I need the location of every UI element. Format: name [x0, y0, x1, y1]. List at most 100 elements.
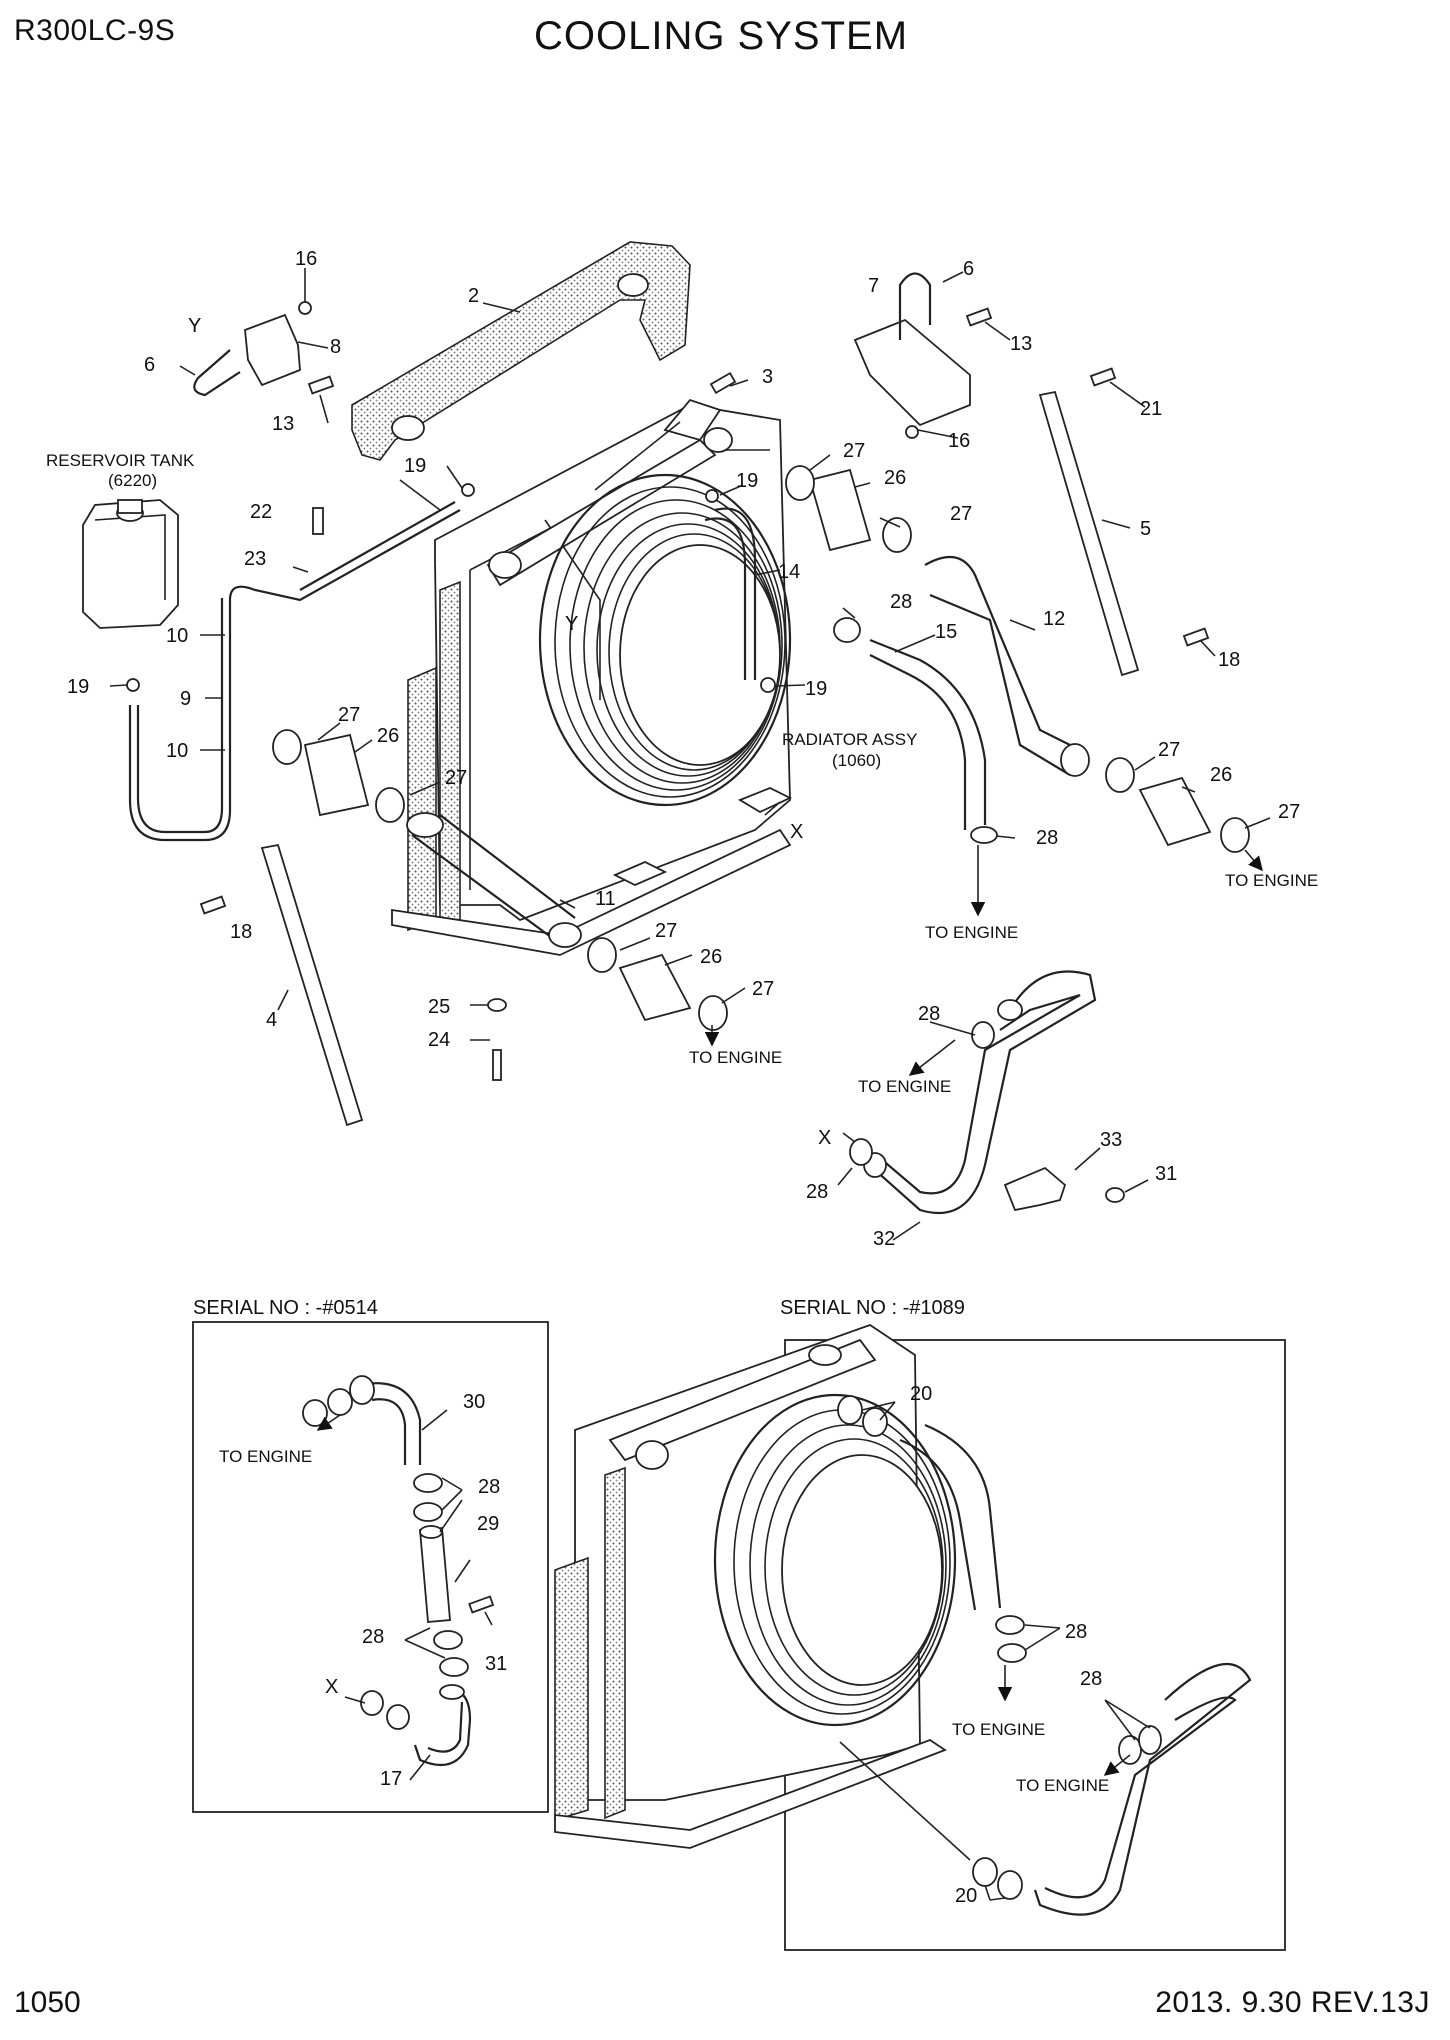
hose-14 — [714, 507, 757, 680]
callout-4: 4 — [266, 1009, 277, 1031]
callout-6: 6 — [144, 354, 155, 376]
diagram-labels: RESERVOIR TANK (6220) RADIATOR ASSY (106… — [46, 248, 1318, 1907]
bracket-33 — [1003, 1166, 1067, 1212]
callout-9: 9 — [180, 688, 191, 710]
callout-19: 19 — [805, 678, 827, 700]
fasteners — [126, 301, 1210, 1081]
inset-left-parts — [302, 1375, 495, 1781]
callout-x: X — [325, 1676, 338, 1698]
hose-12 — [924, 555, 1081, 776]
revision-date: 2013. 9.30 REV.13J — [1155, 1986, 1430, 2019]
hose-15 — [869, 638, 987, 830]
stay-rod-4 — [260, 843, 364, 1127]
serial-left-label: SERIAL NO : -#0514 — [193, 1297, 378, 1319]
callout-31: 31 — [1155, 1163, 1177, 1185]
callout-17: 17 — [380, 1768, 402, 1790]
callout-7: 7 — [868, 275, 879, 297]
leader-lines — [109, 268, 1271, 1241]
callout-29: 29 — [477, 1513, 499, 1535]
callout-26: 26 — [1210, 764, 1232, 786]
callout-32: 32 — [873, 1228, 895, 1250]
callout-18: 18 — [1218, 649, 1240, 671]
callout-19: 19 — [404, 455, 426, 477]
callout-30: 30 — [463, 1391, 485, 1413]
radiator-cover — [351, 241, 691, 461]
to-engine-label: TO ENGINE — [1225, 871, 1318, 890]
cover-hole-right — [617, 273, 649, 297]
hose-26-bottom — [618, 953, 692, 1022]
callout-13: 13 — [1010, 333, 1032, 355]
callout-28: 28 — [1080, 1668, 1102, 1690]
callout-14: 14 — [778, 561, 800, 583]
callout-27: 27 — [1278, 801, 1300, 823]
callout-26: 26 — [884, 467, 906, 489]
fan-shroud — [538, 473, 792, 807]
callout-26: 26 — [700, 946, 722, 968]
callout-19: 19 — [67, 676, 89, 698]
callout-27: 27 — [445, 767, 467, 789]
callout-15: 15 — [935, 621, 957, 643]
hose-clamps — [272, 465, 1250, 1166]
page-title-text: COOLING SYSTEM — [533, 14, 909, 58]
page-number: 1050 — [14, 1986, 81, 2019]
callout-x: X — [818, 1127, 831, 1149]
callout-28: 28 — [806, 1181, 828, 1203]
hose-26-upper — [808, 468, 872, 552]
callout-28: 28 — [1036, 827, 1058, 849]
radiator-core — [407, 666, 437, 932]
callout-23: 23 — [244, 548, 266, 570]
overflow-hose — [128, 509, 461, 842]
reservoir-tank-label: RESERVOIR TANK — [46, 451, 195, 470]
callout-10: 10 — [166, 625, 188, 647]
inset-serial-0514 — [192, 1321, 549, 1813]
hose-26-left — [303, 733, 370, 817]
page-title: COOLING SYSTEM — [0, 14, 1450, 59]
stay-rod-5 — [1038, 390, 1140, 677]
callout-12: 12 — [1043, 608, 1065, 630]
callout-10: 10 — [166, 740, 188, 762]
callout-27: 27 — [950, 503, 972, 525]
callout-y: Y — [565, 613, 578, 635]
callout-13: 13 — [272, 413, 294, 435]
callout-25: 25 — [428, 996, 450, 1018]
callout-19: 19 — [736, 470, 758, 492]
radiator-assy-label: RADIATOR ASSY — [782, 730, 917, 749]
callout-8: 8 — [330, 336, 341, 358]
reservoir-tank — [82, 499, 179, 629]
callout-27: 27 — [843, 440, 865, 462]
to-engine-label: TO ENGINE — [952, 1720, 1045, 1739]
reservoir-tank-code: (6220) — [108, 471, 157, 490]
callout-33: 33 — [1100, 1129, 1122, 1151]
hose-11 — [411, 814, 576, 941]
callout-26: 26 — [377, 725, 399, 747]
bracket-7 — [853, 318, 971, 427]
callout-24: 24 — [428, 1029, 450, 1051]
callout-11: 11 — [595, 888, 616, 910]
callout-20: 20 — [910, 1383, 932, 1405]
callout-21: 21 — [1140, 398, 1162, 420]
callout-6: 6 — [963, 258, 974, 280]
callout-28: 28 — [478, 1476, 500, 1498]
callout-2: 2 — [468, 285, 479, 307]
to-engine-label: TO ENGINE — [858, 1077, 951, 1096]
callout-x: X — [790, 821, 803, 843]
hose-26-right — [1138, 776, 1212, 847]
callout-5: 5 — [1140, 518, 1151, 540]
hose-32 — [874, 970, 1097, 1215]
cover-hole-left — [391, 415, 425, 441]
callout-18: 18 — [230, 921, 252, 943]
callout-y: Y — [188, 315, 201, 337]
callout-16: 16 — [295, 248, 317, 270]
callout-28: 28 — [1065, 1621, 1087, 1643]
serial-right-label: SERIAL NO : -#1089 — [780, 1297, 965, 1319]
callout-27: 27 — [752, 978, 774, 1000]
callout-28: 28 — [918, 1003, 940, 1025]
callout-27: 27 — [655, 920, 677, 942]
callout-22: 22 — [250, 501, 272, 523]
u-bolt-6-left — [193, 349, 241, 397]
inset-right-radiator — [554, 1324, 1252, 1916]
u-bolt-6-right — [898, 272, 932, 340]
bracket-8 — [244, 313, 301, 387]
to-engine-label: TO ENGINE — [925, 923, 1018, 942]
